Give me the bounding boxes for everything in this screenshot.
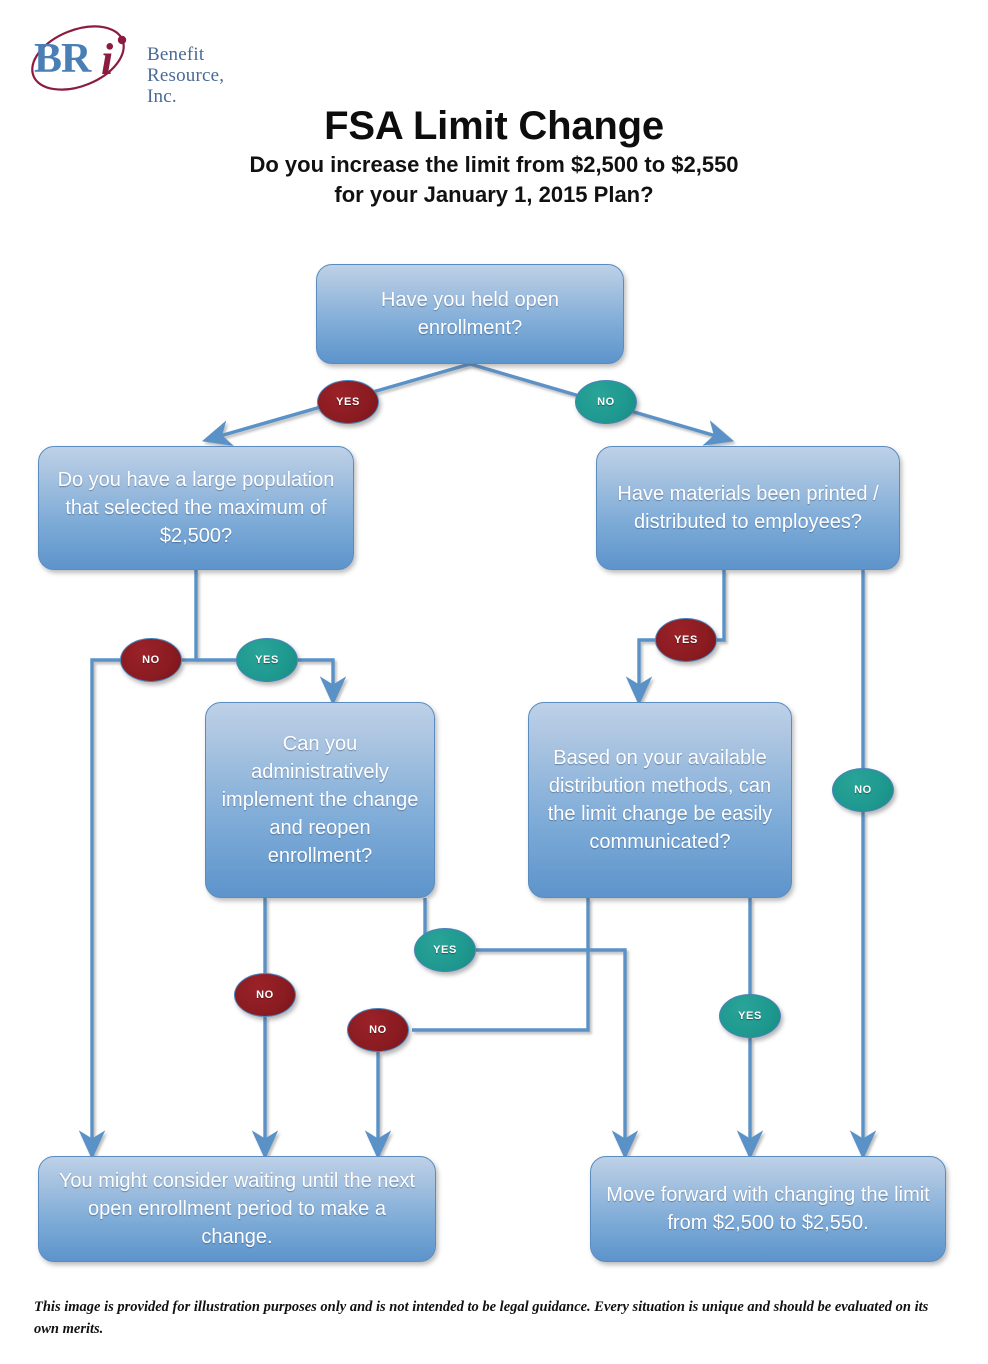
disclaimer-text: This image is provided for illustration …: [34, 1299, 929, 1337]
node-q4-administratively-implement[interactable]: Can you administratively implement the c…: [205, 702, 435, 898]
node-q5-label: Based on your available distribution met…: [547, 747, 773, 853]
page-subtitle: Do you increase the limit from $2,500 to…: [0, 150, 988, 210]
brand-line-3: Inc.: [147, 86, 177, 107]
badge-q5-no-label: NO: [369, 1024, 387, 1036]
badge-q5-yes[interactable]: YES: [719, 994, 781, 1038]
node-q2-label: Do you have a large population that sele…: [57, 469, 335, 547]
bri-logo-icon: BR i: [31, 25, 127, 91]
badge-q4-yes-label: YES: [433, 944, 457, 956]
svg-text:BR: BR: [34, 36, 92, 82]
badge-q4-yes[interactable]: YES: [414, 928, 476, 972]
badge-q2-yes-label: YES: [255, 654, 279, 666]
badge-q1-yes-label: YES: [336, 396, 360, 408]
badge-q5-no[interactable]: NO: [347, 1008, 409, 1052]
node-outcome-wait-until-next-enrollment[interactable]: You might consider waiting until the nex…: [38, 1156, 436, 1262]
badge-q1-yes[interactable]: YES: [317, 380, 379, 424]
node-q4-label: Can you administratively implement the c…: [221, 733, 419, 867]
edge-q5-no-seg: [412, 898, 590, 1032]
edge-q2-no-to-wait: [78, 658, 120, 1160]
page-subtitle-line-1: Do you increase the limit from $2,500 to…: [249, 152, 739, 177]
brand-line-1: Benefit: [147, 44, 205, 65]
node-outcome-wait-label: You might consider waiting until the nex…: [58, 1170, 416, 1248]
badge-q1-no[interactable]: NO: [575, 380, 637, 424]
node-q2-large-population-max[interactable]: Do you have a large population that sele…: [38, 446, 354, 570]
edge-q3-yes-seg: [717, 570, 726, 642]
brand-logo: BR i Benefit Resource, Inc.: [22, 18, 262, 107]
badge-q2-no[interactable]: NO: [120, 638, 182, 682]
node-outcome-move-forward[interactable]: Move forward with changing the limit fro…: [590, 1156, 946, 1262]
badge-q3-no[interactable]: NO: [832, 768, 894, 812]
svg-text:i: i: [101, 35, 114, 84]
node-q1-label: Have you held open enrollment?: [381, 289, 559, 339]
edge-q4-yes-to-move: [476, 948, 639, 1160]
badge-q5-yes-label: YES: [738, 1010, 762, 1022]
edge-q2-yes-to-q4: [298, 658, 347, 706]
badge-q4-no-label: NO: [256, 989, 274, 1001]
badge-q2-yes[interactable]: YES: [236, 638, 298, 682]
brand-line-2: Resource,: [147, 65, 225, 86]
node-outcome-move-label: Move forward with changing the limit fro…: [606, 1184, 930, 1234]
badge-q3-yes-label: YES: [674, 634, 698, 646]
node-q3-materials-printed-distributed[interactable]: Have materials been printed / distribute…: [596, 446, 900, 570]
page-title: FSA Limit Change: [324, 104, 664, 148]
badge-q1-no-label: NO: [597, 396, 615, 408]
badge-q3-yes[interactable]: YES: [655, 618, 717, 662]
node-q5-limit-change-communicated[interactable]: Based on your available distribution met…: [528, 702, 792, 898]
page-subtitle-line-2: for your January 1, 2015 Plan?: [334, 182, 654, 207]
badge-q4-no[interactable]: NO: [234, 973, 296, 1017]
node-q1-have-you-held-open-enrollment[interactable]: Have you held open enrollment?: [316, 264, 624, 364]
node-q3-label: Have materials been printed / distribute…: [617, 483, 879, 533]
brand-logo-wordmark: Benefit Resource, Inc.: [147, 44, 224, 107]
badge-q2-no-label: NO: [142, 654, 160, 666]
edge-q3-yes-to-q5: [625, 638, 655, 706]
badge-q3-no-label: NO: [854, 784, 872, 796]
